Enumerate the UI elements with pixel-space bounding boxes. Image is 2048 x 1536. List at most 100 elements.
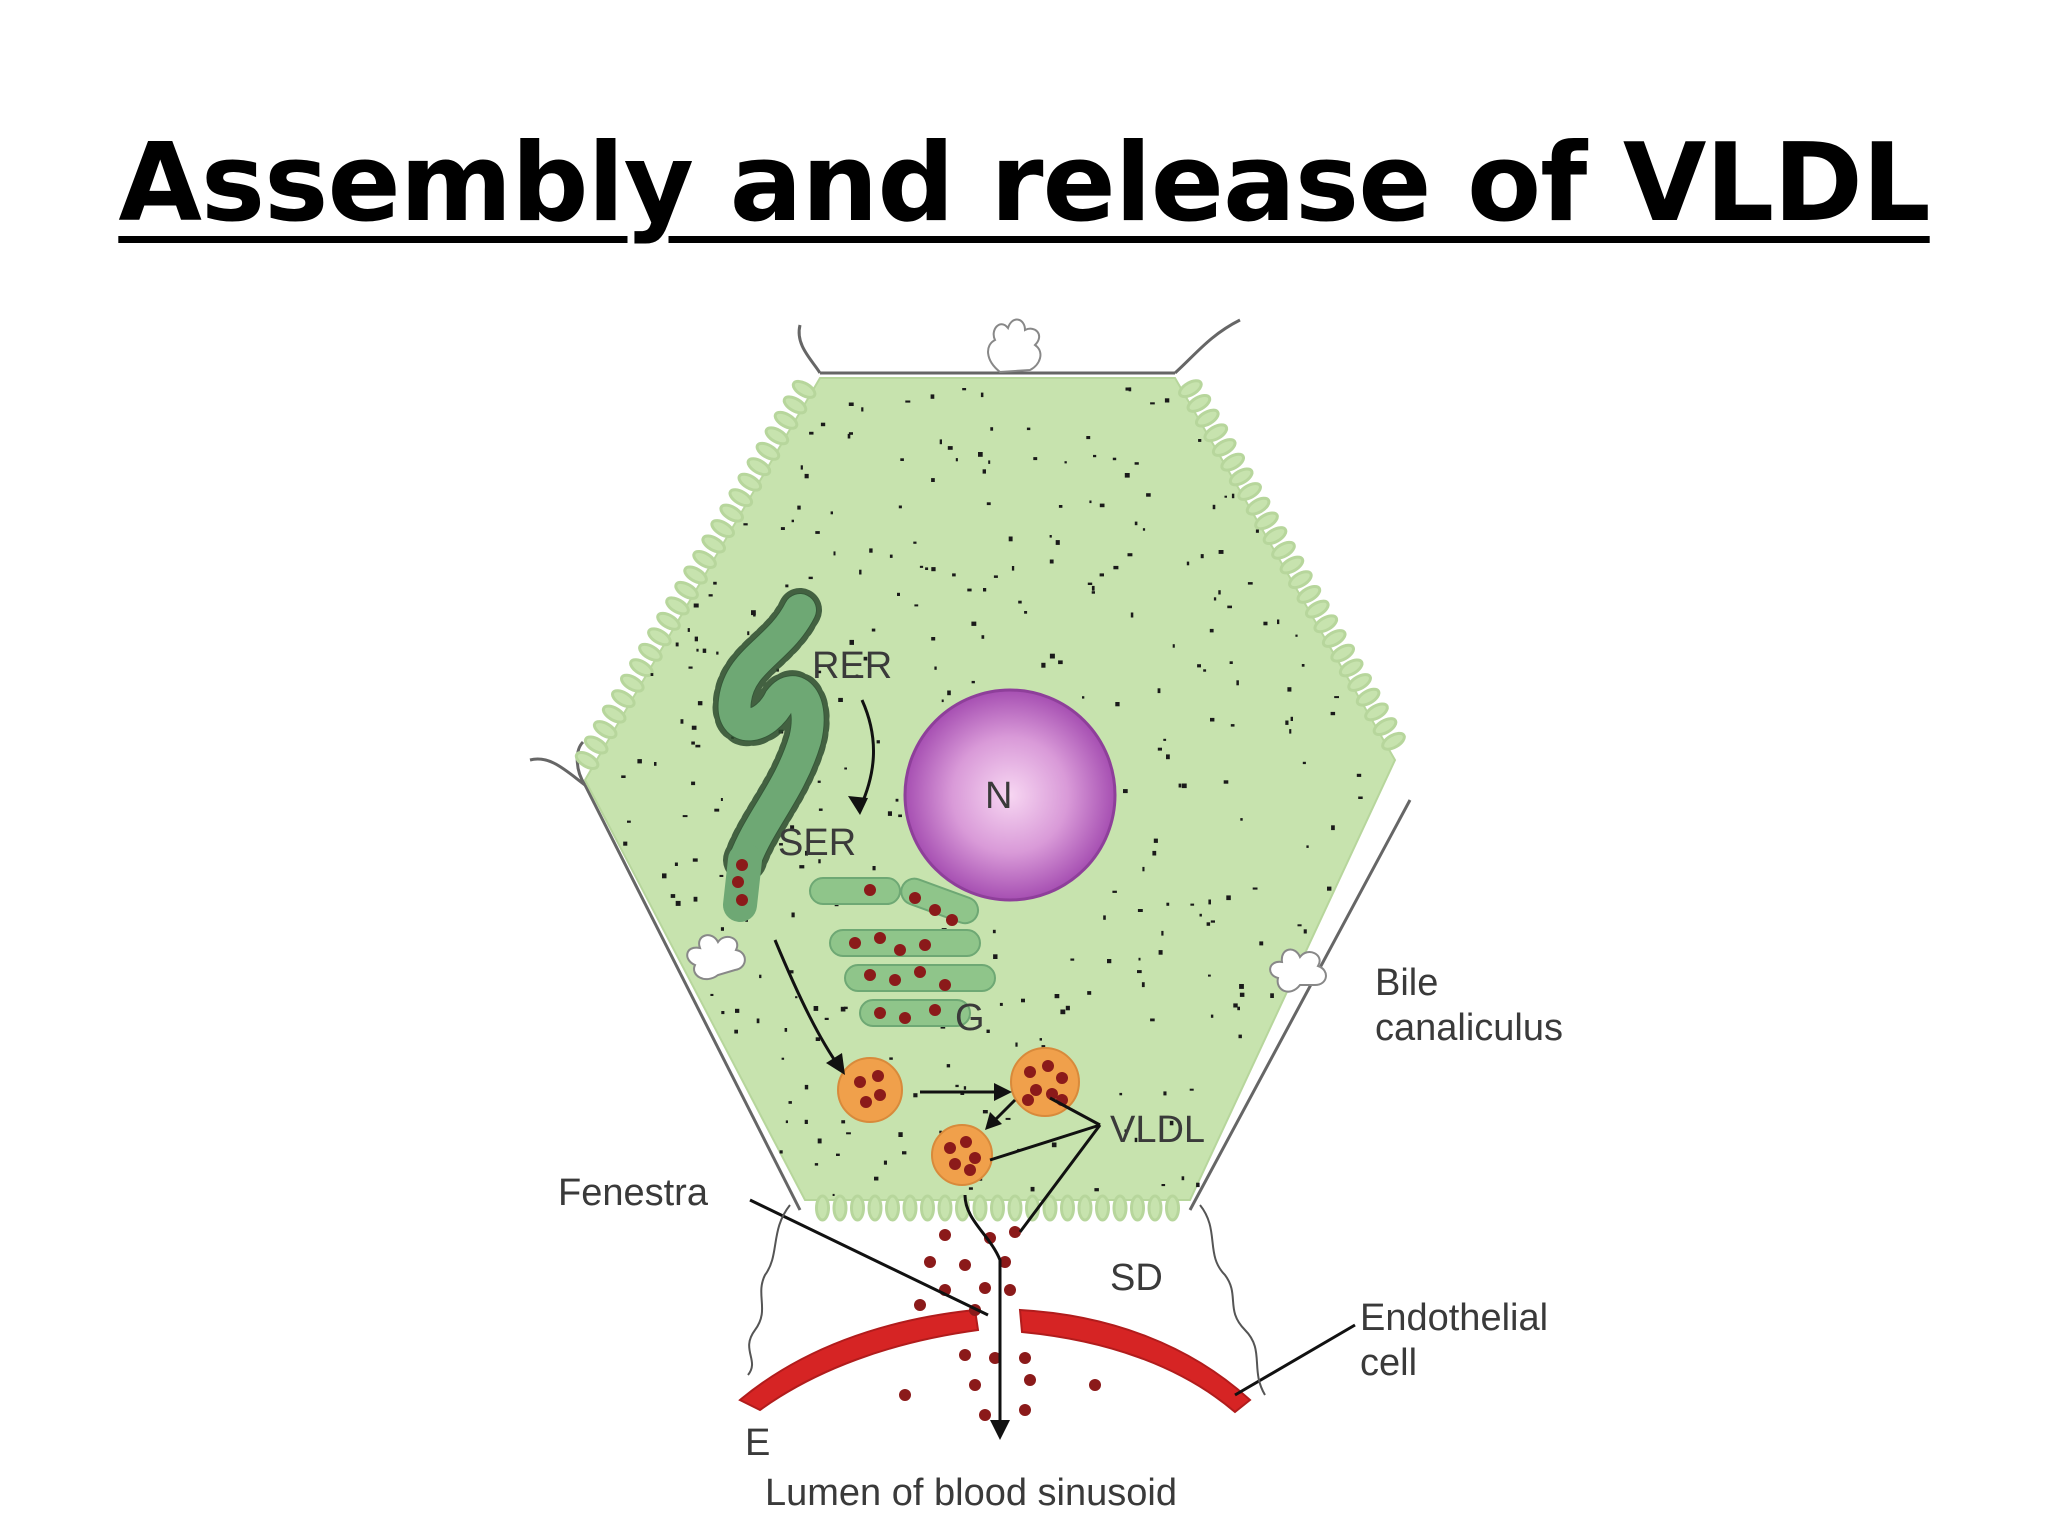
speckle [947, 690, 951, 696]
speckle [1181, 1176, 1185, 1181]
speckle [808, 576, 813, 580]
speckle [779, 1150, 783, 1154]
microvillus [832, 1194, 848, 1222]
speckle [1277, 619, 1280, 625]
label-sd: SD [1110, 1257, 1163, 1299]
speckle [1164, 398, 1170, 403]
speckle [876, 740, 880, 744]
microvillus [746, 457, 772, 477]
speckle [963, 1086, 967, 1090]
speckle [993, 575, 998, 578]
microvillus [728, 488, 754, 508]
speckle [848, 432, 853, 435]
speckle [955, 1084, 959, 1088]
speckle [721, 1011, 725, 1015]
speckle [999, 1002, 1003, 1006]
speckle [1163, 738, 1167, 741]
microvillus [574, 751, 600, 770]
label-nucleus: N [985, 775, 1012, 817]
microvillus [674, 580, 699, 600]
speckle [887, 811, 892, 816]
speckle [1208, 974, 1211, 977]
microvillus [1186, 393, 1212, 413]
vldl-vesicle-3 [931, 1124, 993, 1186]
speckle [1178, 783, 1182, 788]
speckle [838, 697, 843, 702]
speckle [939, 439, 942, 445]
speckle [805, 850, 808, 856]
speckle [982, 469, 986, 474]
speckle [934, 666, 937, 670]
speckle [967, 588, 972, 592]
speckle [1227, 605, 1232, 609]
speckle [1240, 818, 1243, 821]
speckle [818, 670, 822, 674]
speckle [720, 798, 723, 801]
speckle [1190, 903, 1195, 906]
speckle [981, 635, 985, 639]
speckle [696, 648, 699, 652]
microvillus [850, 1194, 865, 1222]
page-title: Assembly and release of VLDL [118, 121, 1930, 246]
speckle [1142, 528, 1146, 531]
speckle [1356, 773, 1362, 777]
speckle [785, 584, 789, 588]
smooth-endoplasmic-reticulum [723, 843, 762, 922]
microvillus [815, 1194, 830, 1222]
speckle [1210, 717, 1215, 722]
speckle [874, 1176, 879, 1181]
speckle [1233, 1003, 1238, 1008]
speckle [1030, 1186, 1035, 1192]
speckle [1327, 886, 1332, 891]
speckle [1039, 1038, 1042, 1041]
microvillus [1042, 1194, 1058, 1222]
microvillus [1194, 408, 1220, 428]
speckle [1259, 941, 1264, 946]
speckle [785, 1120, 788, 1124]
microvillus [1060, 1194, 1075, 1222]
speckle [1124, 1129, 1127, 1132]
microvillus [1147, 1194, 1163, 1222]
speckle [863, 656, 868, 661]
speckle [1064, 461, 1067, 464]
speckle [813, 1006, 819, 1011]
speckle [1033, 457, 1038, 461]
speckle [941, 699, 944, 703]
speckle [913, 1093, 918, 1098]
speckle [799, 865, 805, 869]
microvillus [1381, 731, 1406, 751]
speckle [978, 452, 983, 457]
microvillus [583, 735, 609, 755]
microvillus [620, 673, 645, 693]
speckle [719, 874, 724, 877]
speckle [675, 900, 681, 906]
microvillus [647, 627, 672, 647]
speckle [971, 680, 975, 684]
speckle [1024, 611, 1028, 614]
label-ser: SER [778, 822, 856, 864]
speckle [1150, 1018, 1155, 1022]
speckle [1142, 866, 1145, 872]
speckle [1181, 783, 1187, 789]
cell-junction-lines [747, 1204, 1266, 1396]
speckle [913, 541, 917, 544]
speckle [897, 592, 900, 596]
microvillus [1220, 452, 1246, 472]
speckle [1152, 850, 1157, 856]
speckle [1137, 909, 1143, 912]
microvillus [1338, 658, 1364, 678]
rough-endoplasmic-reticulum [712, 588, 830, 882]
speckle [1125, 387, 1129, 391]
speckle [1134, 1137, 1138, 1143]
speckle [931, 637, 936, 641]
speckle [1236, 680, 1239, 686]
speckle [710, 993, 714, 996]
speckle [1229, 661, 1233, 664]
speckle [847, 433, 851, 439]
speckle [759, 974, 762, 979]
speckle [1200, 554, 1204, 559]
microvillus [1211, 438, 1237, 457]
microvillus [592, 720, 618, 740]
speckle [1358, 796, 1363, 799]
microvillus [755, 441, 781, 461]
